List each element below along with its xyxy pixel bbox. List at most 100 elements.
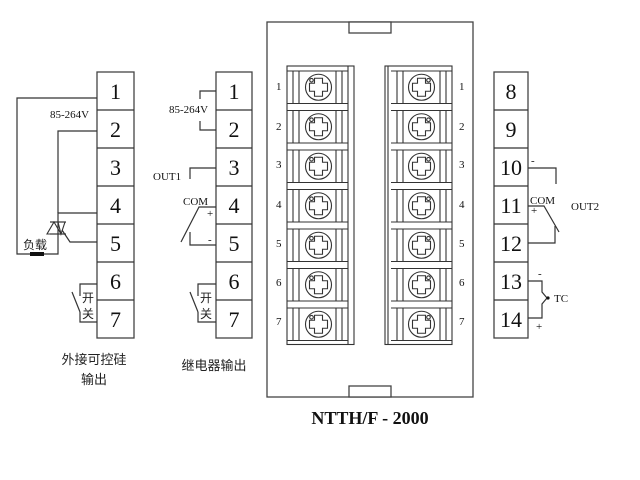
- tc-minus-label: -: [538, 268, 542, 280]
- terminal-block-left: [286, 65, 355, 346]
- relay-contact-icon: [180, 206, 216, 243]
- model-title: NTTH/F - 2000: [311, 408, 428, 428]
- terminal-block-right: [384, 65, 453, 346]
- screw-icon: [304, 310, 333, 338]
- device-body: 1 2 3 4 5 6 7 1 2 3 4 5 6 7 NTTH/F - 200…: [266, 21, 474, 428]
- pin-label: 5: [276, 238, 282, 250]
- minus-label: -: [208, 234, 212, 246]
- terminal-5: 5: [110, 231, 121, 256]
- thermocouple-icon: [528, 280, 550, 319]
- com-label: COM: [530, 195, 555, 207]
- terminal-7: 7: [110, 307, 121, 332]
- terminal-3: 3: [110, 155, 121, 180]
- pin-label: 3: [459, 159, 465, 171]
- terminal-block-frame: [286, 65, 355, 346]
- terminal-5: 5: [229, 231, 240, 256]
- caption-scr-output-line2: 输出: [81, 372, 107, 388]
- terminal-strip-middle: 1 2 3 4 5 6 7: [215, 71, 253, 339]
- terminal-6: 6: [229, 269, 240, 294]
- screw-icon: [304, 152, 333, 180]
- screw-icon: [407, 310, 436, 338]
- panel-relay-output: 1 2 3 4 5 6 7 85-264V OUT1 COM + - 开 关 继…: [153, 71, 253, 374]
- out1-label: OUT1: [153, 171, 181, 183]
- screw-icon: [304, 271, 333, 299]
- screw-icon: [407, 271, 436, 299]
- terminal-1: 1: [110, 79, 121, 104]
- terminal-strip-frame: [215, 71, 253, 339]
- wire-terminal-12: [528, 226, 556, 244]
- pin-label: 2: [459, 121, 465, 133]
- screw-icon: [304, 73, 333, 101]
- pin-label: 7: [459, 316, 465, 328]
- switch-label-off: 关: [82, 307, 94, 321]
- wire-out1: [189, 167, 216, 179]
- out2-minus-label: -: [531, 155, 535, 167]
- out2-plus-label: +: [531, 205, 537, 217]
- wire-supply-1: [199, 90, 216, 99]
- load-resistor-icon: [30, 252, 44, 256]
- switch-label-on: 开: [200, 291, 212, 305]
- switch-icon: 开 关: [71, 283, 97, 323]
- switch-label-off: 关: [200, 307, 212, 321]
- terminal-9: 9: [506, 117, 517, 142]
- terminal-2: 2: [110, 117, 121, 142]
- tc-plus-label: +: [536, 321, 542, 333]
- left-pin-labels: 1 2 3 4 5 6 7: [276, 81, 282, 328]
- terminal-14: 14: [500, 307, 522, 332]
- wire-terminal-5: [189, 232, 216, 246]
- terminal-2: 2: [229, 117, 240, 142]
- pin-label: 2: [276, 121, 282, 133]
- relay-contact-icon: [528, 205, 560, 233]
- wire-supply-2: [199, 121, 216, 131]
- terminal-11: 11: [500, 193, 521, 218]
- tc-label: TC: [554, 293, 568, 305]
- supply-voltage-label: 85-264V: [169, 104, 208, 116]
- terminal-3: 3: [229, 155, 240, 180]
- switch-icon: 开 关: [189, 283, 216, 323]
- caption-scr-output-line1: 外接可控硅: [61, 352, 126, 368]
- screw-icon: [304, 192, 333, 220]
- caption-relay-output: 继电器输出: [181, 358, 246, 374]
- wire-load-loop: [16, 97, 97, 255]
- pin-label: 7: [276, 316, 282, 328]
- terminal-strip-frame: [493, 71, 529, 339]
- terminal-4: 4: [110, 193, 121, 218]
- com-label: COM: [183, 196, 208, 208]
- screw-icon: [304, 231, 333, 259]
- terminal-12: 12: [500, 231, 522, 256]
- panel-out2-tc: 8 9 10 11 12 13 14 - COM + OUT2 - + TC: [493, 71, 599, 339]
- pin-label: 4: [276, 199, 282, 211]
- terminal-block-frame: [384, 65, 453, 346]
- screw-icon: [407, 152, 436, 180]
- terminal-6: 6: [110, 269, 121, 294]
- pin-label: 1: [459, 81, 465, 93]
- terminal-1: 1: [229, 79, 240, 104]
- screw-icon: [304, 113, 333, 141]
- terminal-strip-frame: [96, 71, 135, 339]
- device-outline: [266, 21, 474, 398]
- terminal-strip-right: 8 9 10 11 12 13 14: [493, 71, 529, 339]
- pin-label: 5: [459, 238, 465, 250]
- screw-icon: [407, 73, 436, 101]
- right-pin-labels: 1 2 3 4 5 6 7: [459, 81, 465, 328]
- pin-label: 4: [459, 199, 465, 211]
- pin-label: 6: [459, 277, 465, 289]
- panel-scr-output: 1 2 3 4 5 6 7 85-264V 负载 开 关: [16, 71, 135, 388]
- supply-voltage-label: 85-264V: [50, 109, 89, 121]
- terminal-strip-left: 1 2 3 4 5 6 7: [96, 71, 135, 339]
- pin-label: 6: [276, 277, 282, 289]
- wire-terminal-2: [57, 130, 97, 213]
- bottom-latch: [348, 385, 392, 398]
- scr-icon: [46, 220, 97, 243]
- switch-label-on: 开: [82, 291, 94, 305]
- terminal-13: 13: [500, 269, 522, 294]
- load-label: 负载: [23, 238, 47, 252]
- plus-label: +: [207, 208, 213, 220]
- out2-label: OUT2: [571, 201, 599, 213]
- pin-label: 3: [276, 159, 282, 171]
- top-latch: [348, 21, 392, 34]
- screw-icon: [407, 113, 436, 141]
- wire-terminal-10: [528, 167, 557, 184]
- pin-label: 1: [276, 81, 282, 93]
